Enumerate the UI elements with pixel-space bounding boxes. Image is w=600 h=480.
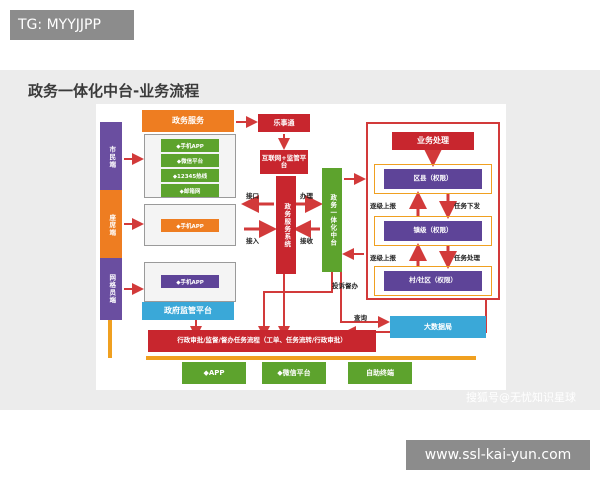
- gov-supervise-box: 政府监管平台: [142, 302, 234, 320]
- level-1-box: 区县（权限）: [384, 169, 482, 189]
- grid-group: ◆手机APP: [144, 262, 236, 302]
- terminal-wechat: ◆微信平台: [262, 362, 326, 384]
- citizen-item-app: ◆手机APP: [161, 139, 219, 152]
- label-report-up-2: 逐级上报: [370, 254, 396, 262]
- page-title: 政务一体化中台-业务流程: [28, 82, 200, 100]
- level-2-frame: [374, 216, 492, 246]
- url-tag: www.ssl-kai-yun.com: [406, 440, 590, 470]
- label-task-handle: 任务处理: [454, 254, 480, 262]
- label-access: 接入: [246, 237, 259, 245]
- tg-tag: TG: MYYJJPP: [10, 10, 134, 40]
- citizen-item-wechat: ◆微信平台: [161, 154, 219, 167]
- seat-group: ◆手机APP: [144, 204, 236, 246]
- big-data-box: 大数据局: [390, 316, 486, 338]
- level-2-label: 镇级（权限）: [413, 226, 453, 235]
- seat-item-app: ◆手机APP: [161, 219, 219, 232]
- citizen-item-hotline: ◆12345热线: [161, 169, 219, 182]
- level-1-label: 区县（权限）: [413, 174, 453, 183]
- source-watermark: 搜狐号@无忧知识星球: [466, 391, 576, 404]
- channel-grid-label: 网格员端: [107, 274, 116, 304]
- level-3-label: 村/社区（权限）: [409, 276, 457, 285]
- citizen-group: ◆手机APP ◆微信平台 ◆12345热线 ◆邮箱网: [144, 134, 236, 198]
- label-receive: 接收: [300, 237, 313, 245]
- terminal-kiosk-label: 自助终端: [366, 368, 394, 377]
- label-complaint: 投诉督办: [332, 282, 358, 290]
- channel-citizen: 市民端: [100, 122, 122, 192]
- terminal-app-label: ◆APP: [203, 368, 225, 377]
- business-frame: [366, 122, 500, 300]
- label-report-up-1: 逐级上报: [370, 202, 396, 210]
- channel-seat-label: 座席端: [107, 213, 116, 237]
- leshi-box: 乐事通: [258, 114, 310, 132]
- line-query: [340, 269, 390, 328]
- internet-platform-label: 互联网+监管平台: [261, 153, 307, 169]
- label-interface: 接口: [246, 192, 259, 200]
- line-complaint: [258, 269, 333, 338]
- channel-grid: 网格员端: [100, 258, 122, 320]
- terminal-wechat-label: ◆微信平台: [277, 368, 311, 377]
- grid-item-app: ◆手机APP: [161, 275, 219, 288]
- level-1-frame: [374, 164, 492, 194]
- gov-service-box: 政务服务: [142, 110, 234, 132]
- business-header: 业务处理: [392, 132, 474, 150]
- gov-service-label: 政务服务: [172, 116, 204, 126]
- terminal-kiosk: 自助终端: [348, 362, 412, 384]
- gov-supervise-label: 政府监管平台: [164, 306, 212, 316]
- level-3-box: 村/社区（权限）: [384, 271, 482, 291]
- level-2-box: 镇级（权限）: [384, 221, 482, 241]
- citizen-item-mail: ◆邮箱网: [161, 184, 219, 197]
- middle-platform-label: 政务一体化中台: [328, 193, 337, 247]
- big-data-label: 大数据局: [424, 322, 452, 331]
- business-header-label: 业务处理: [417, 136, 449, 146]
- channel-citizen-label: 市民端: [107, 145, 116, 169]
- gov-system-label: 政务服务系统: [282, 202, 291, 248]
- internet-platform-box: 互联网+监管平台: [260, 150, 308, 174]
- gov-system-box: 政务服务系统: [276, 176, 296, 274]
- workflow-label: 行政审批/监督/督办任务流程（工单、任务流转/行政审批）: [177, 336, 347, 345]
- level-3-frame: [374, 266, 492, 296]
- flow-diagram: 市民端 座席端 网格员端 政务服务 ◆手机APP ◆微信平台 ◆12345热线 …: [96, 104, 506, 390]
- label-query: 查询: [354, 314, 367, 322]
- workflow-bar: 行政审批/监督/督办任务流程（工单、任务流转/行政审批）: [148, 330, 376, 352]
- leshi-label: 乐事通: [273, 118, 295, 127]
- label-handle: 办理: [300, 192, 313, 200]
- terminal-app: ◆APP: [182, 362, 246, 384]
- channel-seat: 座席端: [100, 190, 122, 260]
- middle-platform-box: 政务一体化中台: [322, 168, 342, 272]
- label-task-down: 任务下发: [454, 202, 480, 210]
